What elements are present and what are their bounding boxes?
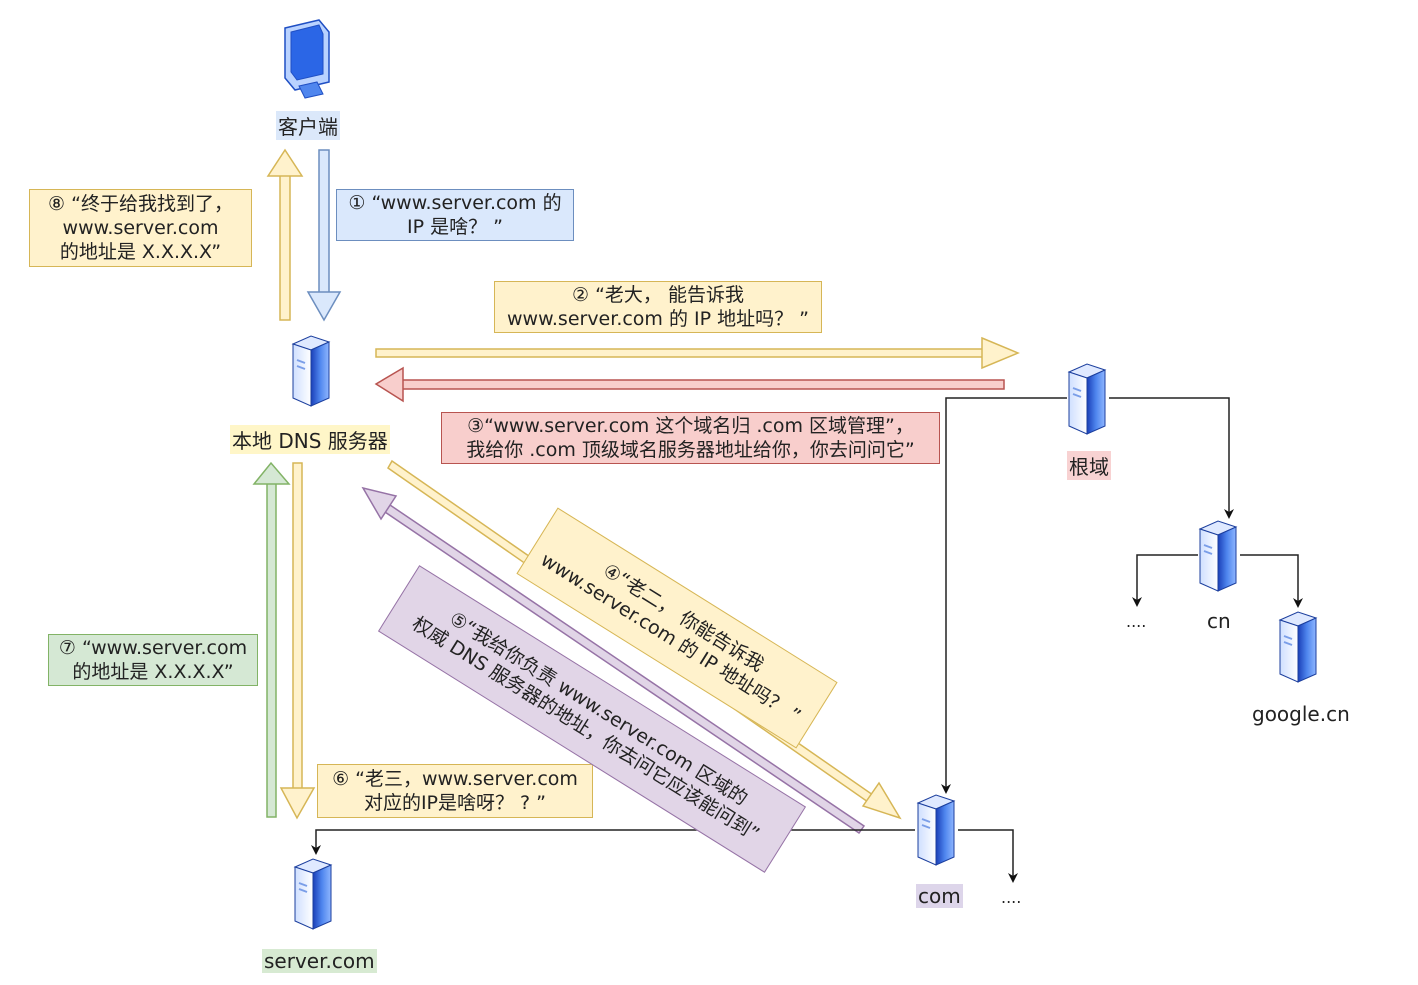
message-step1: ① “www.server.com 的 IP 是啥？ ”: [336, 189, 574, 241]
ellipsis-com-children: ....: [1001, 888, 1022, 907]
arrow-step7: [252, 461, 291, 818]
message-step3: ③“www.server.com 这个域名归 .com 区域管理”， 我给你 .…: [441, 412, 940, 464]
message-step6: ⑥ “老三，www.server.com 对应的IP是啥呀？ ? ”: [317, 764, 593, 818]
message-step6-line2: 对应的IP是啥呀？ ? ”: [363, 792, 547, 814]
monitor-icon: [284, 19, 330, 99]
arrow-step2: [375, 336, 1020, 370]
google-cn-label: google.cn: [1252, 702, 1350, 726]
message-step8-line2: www.server.com: [62, 217, 219, 239]
server-icon: [294, 858, 332, 930]
hierarchy-connectors: [311, 397, 1303, 883]
server-icon: [292, 335, 330, 407]
message-step8-line1: ⑧ “终于给我找到了，: [48, 193, 233, 215]
message-step7-line2: 的地址是 X.X.X.X”: [72, 661, 234, 683]
local-dns-label: 本地 DNS 服务器: [230, 425, 390, 454]
message-step2: ② “老大， 能告诉我 www.server.com 的 IP 地址吗？ ”: [494, 281, 822, 333]
com-label: com: [916, 884, 963, 908]
message-step2-line1: ② “老大， 能告诉我: [572, 284, 744, 306]
message-step1-line1: ① “www.server.com 的: [348, 192, 562, 214]
arrow-step8: [266, 148, 304, 321]
root-domain-label: 根域: [1067, 451, 1111, 480]
server-com-label: server.com: [262, 949, 377, 973]
client-label: 客户端: [276, 111, 340, 140]
message-step8-line3: 的地址是 X.X.X.X”: [59, 241, 222, 263]
arrow-step3: [374, 366, 1005, 403]
cn-label: cn: [1207, 609, 1231, 633]
message-step3-line2: 我给你 .com 顶级域名服务器地址给你，你去问问它”: [466, 439, 915, 461]
message-step3-line1: ③“www.server.com 这个域名归 .com 区域管理”，: [467, 415, 914, 437]
server-icon: [1199, 520, 1237, 592]
server-icon: [1068, 363, 1106, 435]
message-step1-line2: IP 是啥？ ”: [407, 216, 503, 238]
message-step6-line1: ⑥ “老三，www.server.com: [332, 768, 578, 790]
arrow-step5: [361, 486, 866, 835]
message-step7-line1: ⑦ “www.server.com: [58, 637, 248, 659]
arrow-step1: [306, 149, 342, 322]
server-icon: [1279, 611, 1317, 683]
message-step2-line2: www.server.com 的 IP 地址吗？ ”: [507, 308, 809, 330]
message-step7: ⑦ “www.server.com 的地址是 X.X.X.X”: [48, 634, 258, 686]
server-icon: [917, 794, 955, 866]
message-step8: ⑧ “终于给我找到了， www.server.com 的地址是 X.X.X.X”: [29, 189, 252, 267]
arrow-step6: [279, 462, 316, 820]
ellipsis-cn-siblings: ....: [1126, 612, 1147, 631]
